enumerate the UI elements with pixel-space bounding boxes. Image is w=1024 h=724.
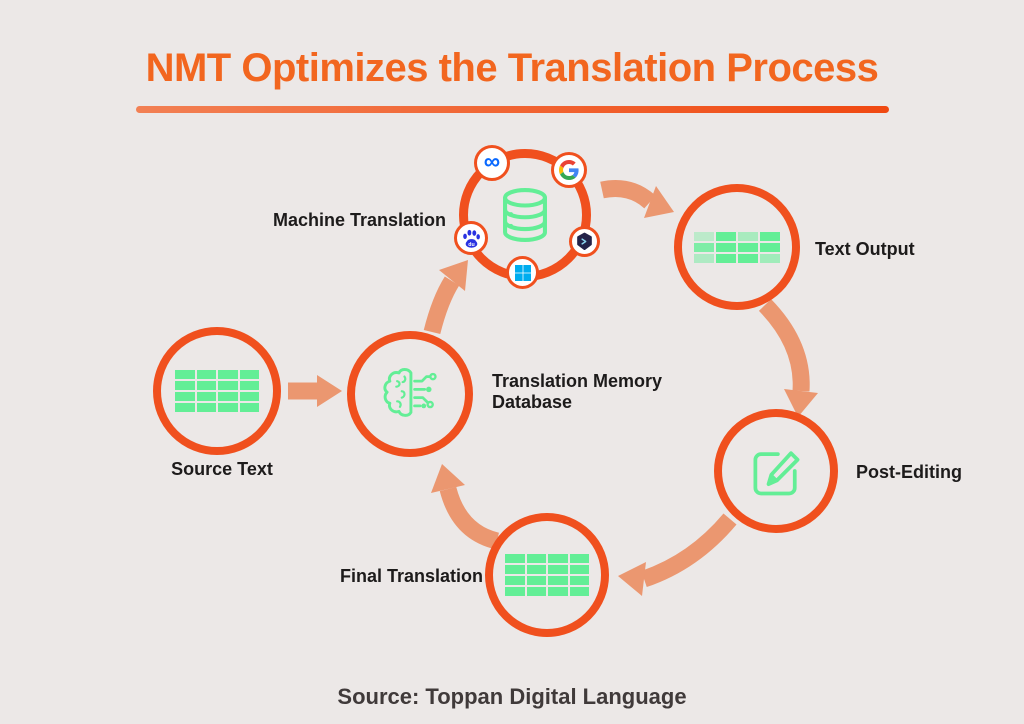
table-cell [505, 554, 525, 563]
title-underline [136, 106, 889, 113]
table-cell [526, 587, 546, 596]
table-cell [738, 253, 758, 263]
table-cell [526, 565, 546, 574]
table-solid-icon [505, 554, 589, 596]
windows-squares-icon [514, 264, 531, 281]
table-cell [218, 403, 238, 412]
table-cell [175, 392, 195, 401]
node-machine-translation: ∞ du [454, 145, 600, 289]
table-cell [548, 565, 568, 574]
translation-memory-ring [347, 331, 473, 457]
arrow-output-to-postediting [758, 299, 818, 417]
svg-text:du: du [468, 242, 474, 248]
arrow-memory-to-machine [423, 260, 468, 335]
baidu-paw-icon: du [462, 229, 480, 248]
table-cell [196, 381, 216, 390]
table-cell [760, 253, 780, 263]
meta-infinity-icon: ∞ [483, 148, 501, 174]
windows-logo [506, 256, 539, 289]
table-cell [760, 231, 780, 241]
arrow-postediting-to-final [618, 513, 737, 596]
table-cell [218, 370, 238, 379]
arrow-final-to-memory [431, 464, 500, 550]
table-cell [569, 576, 589, 585]
arrow-source-to-memory [288, 375, 342, 407]
table-cell [239, 370, 259, 379]
node-post-editing [714, 409, 838, 533]
table-cell [694, 231, 714, 241]
table-cell [694, 253, 714, 263]
table-cell [526, 576, 546, 585]
translator-hexagon-icon [577, 232, 592, 251]
table-cell [716, 242, 736, 252]
table-cell [569, 554, 589, 563]
table-cell [760, 242, 780, 252]
table-cell [196, 392, 216, 401]
table-cell [505, 576, 525, 585]
table-cell [716, 231, 736, 241]
table-cell [548, 554, 568, 563]
source-text-ring [153, 327, 281, 455]
page-title: NMT Optimizes the Translation Process [145, 46, 879, 90]
google-logo [551, 152, 587, 188]
source-text-label: Source Text [171, 459, 273, 479]
table-cell [239, 392, 259, 401]
table-cell [694, 242, 714, 252]
table-cell [239, 381, 259, 390]
table-cell [239, 403, 259, 412]
table-cell [548, 587, 568, 596]
table-cell [218, 392, 238, 401]
table-cell [738, 231, 758, 241]
table-cell [526, 554, 546, 563]
table-cell [175, 370, 195, 379]
final-translation-label: Final Translation [339, 566, 483, 586]
table-cell [175, 381, 195, 390]
table-cell [196, 403, 216, 412]
final-translation-ring [485, 513, 609, 637]
meta-logo: ∞ [474, 145, 510, 181]
table-mixed-icon [694, 231, 780, 263]
post-editing-label: Post-Editing [856, 462, 962, 482]
node-final-translation [485, 513, 609, 637]
table-cell [569, 565, 589, 574]
table-cell [716, 253, 736, 263]
table-cell [175, 403, 195, 412]
machine-translation-label: Machine Translation [272, 210, 446, 230]
translator-logo [569, 226, 600, 257]
source-credit: Source: Toppan Digital Language [337, 684, 687, 709]
arrow-machine-to-output [600, 180, 674, 218]
table-cell [569, 587, 589, 596]
table-cell [196, 370, 216, 379]
baidu-logo: du [454, 221, 488, 255]
table-solid-icon [175, 370, 259, 412]
table-cell [505, 587, 525, 596]
post-editing-ring [714, 409, 838, 533]
table-cell [738, 242, 758, 252]
node-source-text [153, 327, 281, 455]
google-g-icon [559, 160, 579, 180]
table-cell [505, 565, 525, 574]
table-cell [218, 381, 238, 390]
translation-memory-label: Translation Memory Database [492, 371, 663, 412]
node-translation-memory [347, 331, 473, 457]
text-output-label: Text Output [815, 239, 915, 259]
node-text-output [674, 184, 800, 310]
text-output-ring [674, 184, 800, 310]
table-cell [548, 576, 568, 585]
